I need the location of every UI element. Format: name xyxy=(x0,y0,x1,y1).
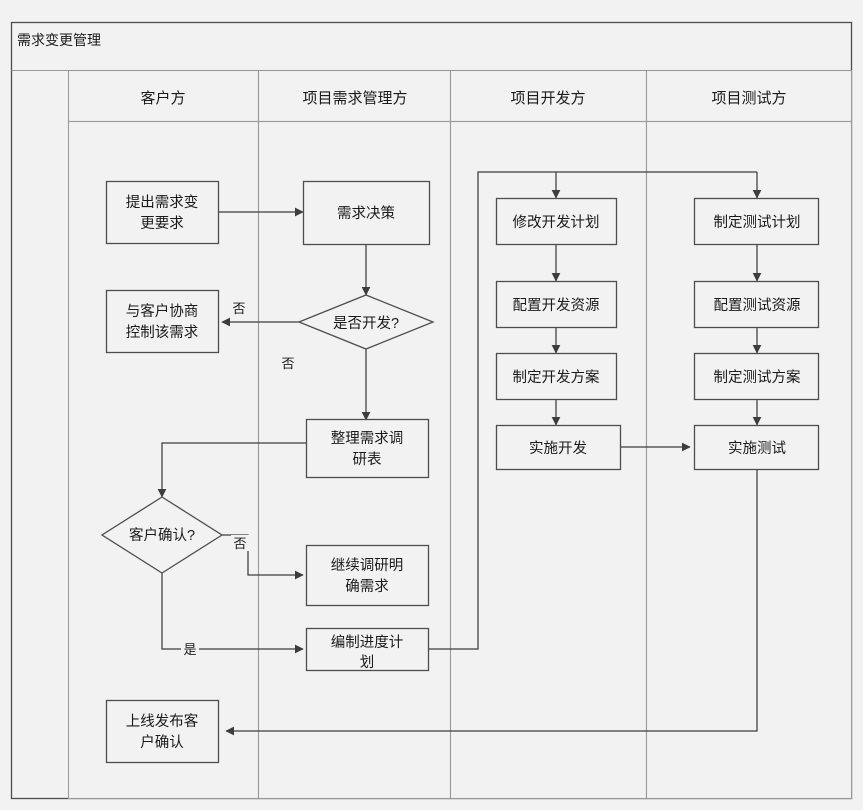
node-req-decision[interactable]: 需求决策 xyxy=(302,180,431,246)
node-modify-dev-plan[interactable]: 修改开发计划 xyxy=(495,197,618,246)
edge-label-develop-no-bottom: 否 xyxy=(279,355,297,371)
lane-title-testing: 项目测试方 xyxy=(711,90,786,107)
node-modify-dev-plan-label: 修改开发计划 xyxy=(513,214,600,231)
lane-title-development: 项目开发方 xyxy=(510,90,585,107)
edge-label-confirm-no: 否 xyxy=(231,535,249,551)
node-raise-change-line2: 更要求 xyxy=(140,215,184,232)
edge-schedule-plan-to-top-rail xyxy=(429,171,757,650)
node-raise-change[interactable]: 提出需求变 更要求 xyxy=(105,180,220,245)
node-make-dev-scheme[interactable]: 制定开发方案 xyxy=(495,352,618,401)
edge-label-develop-no-left-text: 否 xyxy=(232,301,245,316)
edge-implement-test-to-release-confirm xyxy=(225,469,758,736)
node-schedule-plan-line1: 编制进度计 xyxy=(331,634,404,651)
node-config-dev-res-label: 配置开发资源 xyxy=(513,297,600,314)
node-implement-dev[interactable]: 实施开发 xyxy=(495,424,622,471)
edge-label-confirm-no-text: 否 xyxy=(233,536,246,551)
node-negotiate[interactable]: 与客户协商 控制该需求 xyxy=(105,289,220,354)
node-config-test-res[interactable]: 配置测试资源 xyxy=(693,280,820,329)
node-implement-test[interactable]: 实施测试 xyxy=(693,424,820,471)
lane-title-requirement: 项目需求管理方 xyxy=(302,90,407,107)
node-organize-survey-line1: 整理需求调 xyxy=(331,430,404,447)
node-organize-survey[interactable]: 整理需求调 研表 xyxy=(305,418,430,479)
node-raise-change-line1: 提出需求变 xyxy=(126,194,199,211)
node-make-test-plan-label: 制定测试计划 xyxy=(714,214,801,231)
node-release-confirm-line2: 户确认 xyxy=(140,734,184,751)
edge-organize-survey-to-customer-confirm xyxy=(157,442,306,498)
lane-title-customer: 客户方 xyxy=(140,90,185,107)
node-customer-confirm[interactable]: 客户确认? xyxy=(100,496,224,574)
node-make-test-scheme-label: 制定测试方案 xyxy=(714,368,801,386)
node-continue-survey-line1: 继续调研明 xyxy=(331,557,404,574)
pool-title: 需求变更管理 xyxy=(17,32,101,48)
node-continue-survey-line2: 确需求 xyxy=(345,578,389,595)
node-schedule-plan-line2: 划 xyxy=(360,654,375,671)
edge-label-develop-no-left: 否 xyxy=(230,300,248,316)
node-organize-survey-line2: 研表 xyxy=(353,451,382,468)
node-continue-survey[interactable]: 继续调研明 确需求 xyxy=(305,544,430,607)
node-negotiate-line2: 控制该需求 xyxy=(126,324,199,341)
node-implement-dev-label: 实施开发 xyxy=(529,440,587,457)
node-whether-develop-label: 是否开发? xyxy=(333,315,399,332)
node-config-dev-res[interactable]: 配置开发资源 xyxy=(495,280,618,329)
node-whether-develop[interactable]: 是否开发? xyxy=(297,294,435,350)
edge-customer-confirm-yes-to-schedule-plan xyxy=(161,573,304,654)
edge-label-confirm-yes-text: 是 xyxy=(183,642,196,657)
lane-header-customer xyxy=(67,69,260,123)
lane-header-testing xyxy=(645,69,853,123)
edge-label-develop-no-bottom-text: 否 xyxy=(281,356,294,371)
node-make-test-plan[interactable]: 制定测试计划 xyxy=(693,197,820,246)
node-implement-test-label: 实施测试 xyxy=(728,440,786,457)
node-schedule-plan[interactable]: 编制进度计 划 xyxy=(305,627,430,672)
node-release-confirm-line1: 上线发布客 xyxy=(126,713,199,730)
node-config-test-res-label: 配置测试资源 xyxy=(714,297,801,314)
node-req-decision-label: 需求决策 xyxy=(337,205,395,222)
node-release-confirm[interactable]: 上线发布客 户确认 xyxy=(105,699,220,764)
node-make-dev-scheme-label: 制定开发方案 xyxy=(513,368,600,386)
node-make-test-scheme[interactable]: 制定测试方案 xyxy=(693,352,820,401)
node-customer-confirm-label: 客户确认? xyxy=(129,527,195,544)
node-negotiate-line1: 与客户协商 xyxy=(126,303,199,320)
edge-label-confirm-yes: 是 xyxy=(181,641,199,657)
